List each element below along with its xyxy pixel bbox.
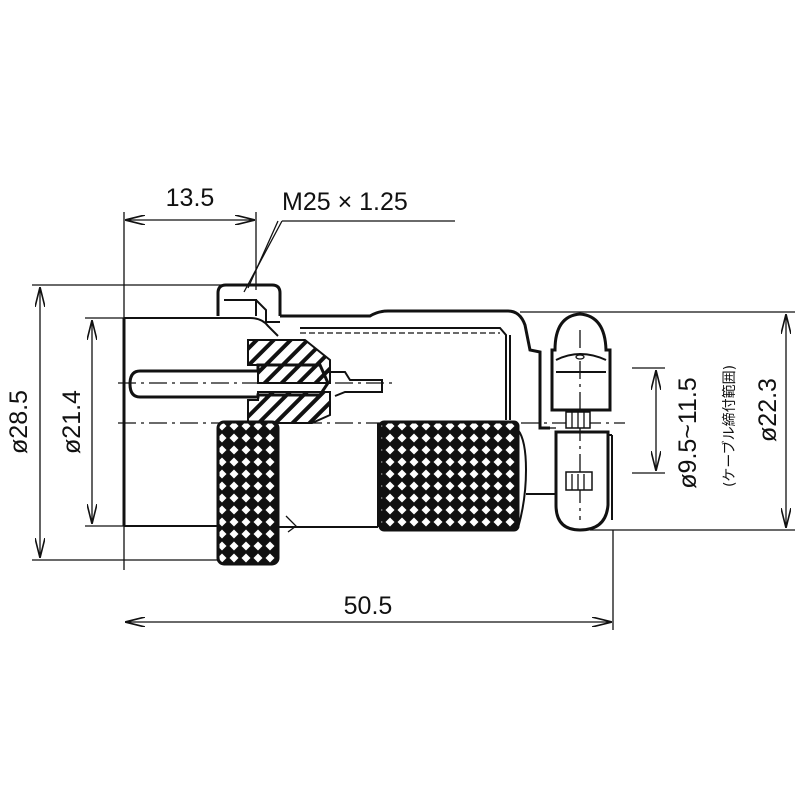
outer-diameter-label: ø28.5 [5,390,33,454]
dimension-clamp-diameter: ø22.3 [520,311,795,531]
coupling-nut-knurl [216,420,280,566]
top-length-label: 13.5 [166,184,215,212]
dimension-inner-diameter: ø21.4 [58,317,130,527]
thread-label: M25 × 1.25 [282,188,408,216]
dimension-cable-range: ø9.5~11.5 (ケーブル締付範囲) [632,365,738,489]
insulator-section [247,339,331,424]
front-shell [122,317,279,527]
overall-length-label: 50.5 [344,592,393,620]
cable-clamp [540,312,613,532]
main-body-housing [280,309,550,430]
clamp-diameter-label: ø22.3 [754,378,782,442]
back-nut-knurl [378,420,555,532]
center-lines [118,330,625,520]
cable-range-label: ø9.5~11.5 [674,377,702,488]
inner-diameter-label: ø21.4 [58,390,86,454]
dimension-outer-diameter: ø28.5 [5,284,222,561]
dimension-thread: M25 × 1.25 [243,188,455,293]
dimension-overall-length: 50.5 [126,530,614,630]
contact-pin [128,363,383,399]
body-lower [278,423,379,533]
coupling-nut-top [216,283,282,323]
cable-range-note: (ケーブル締付範囲) [721,365,738,487]
